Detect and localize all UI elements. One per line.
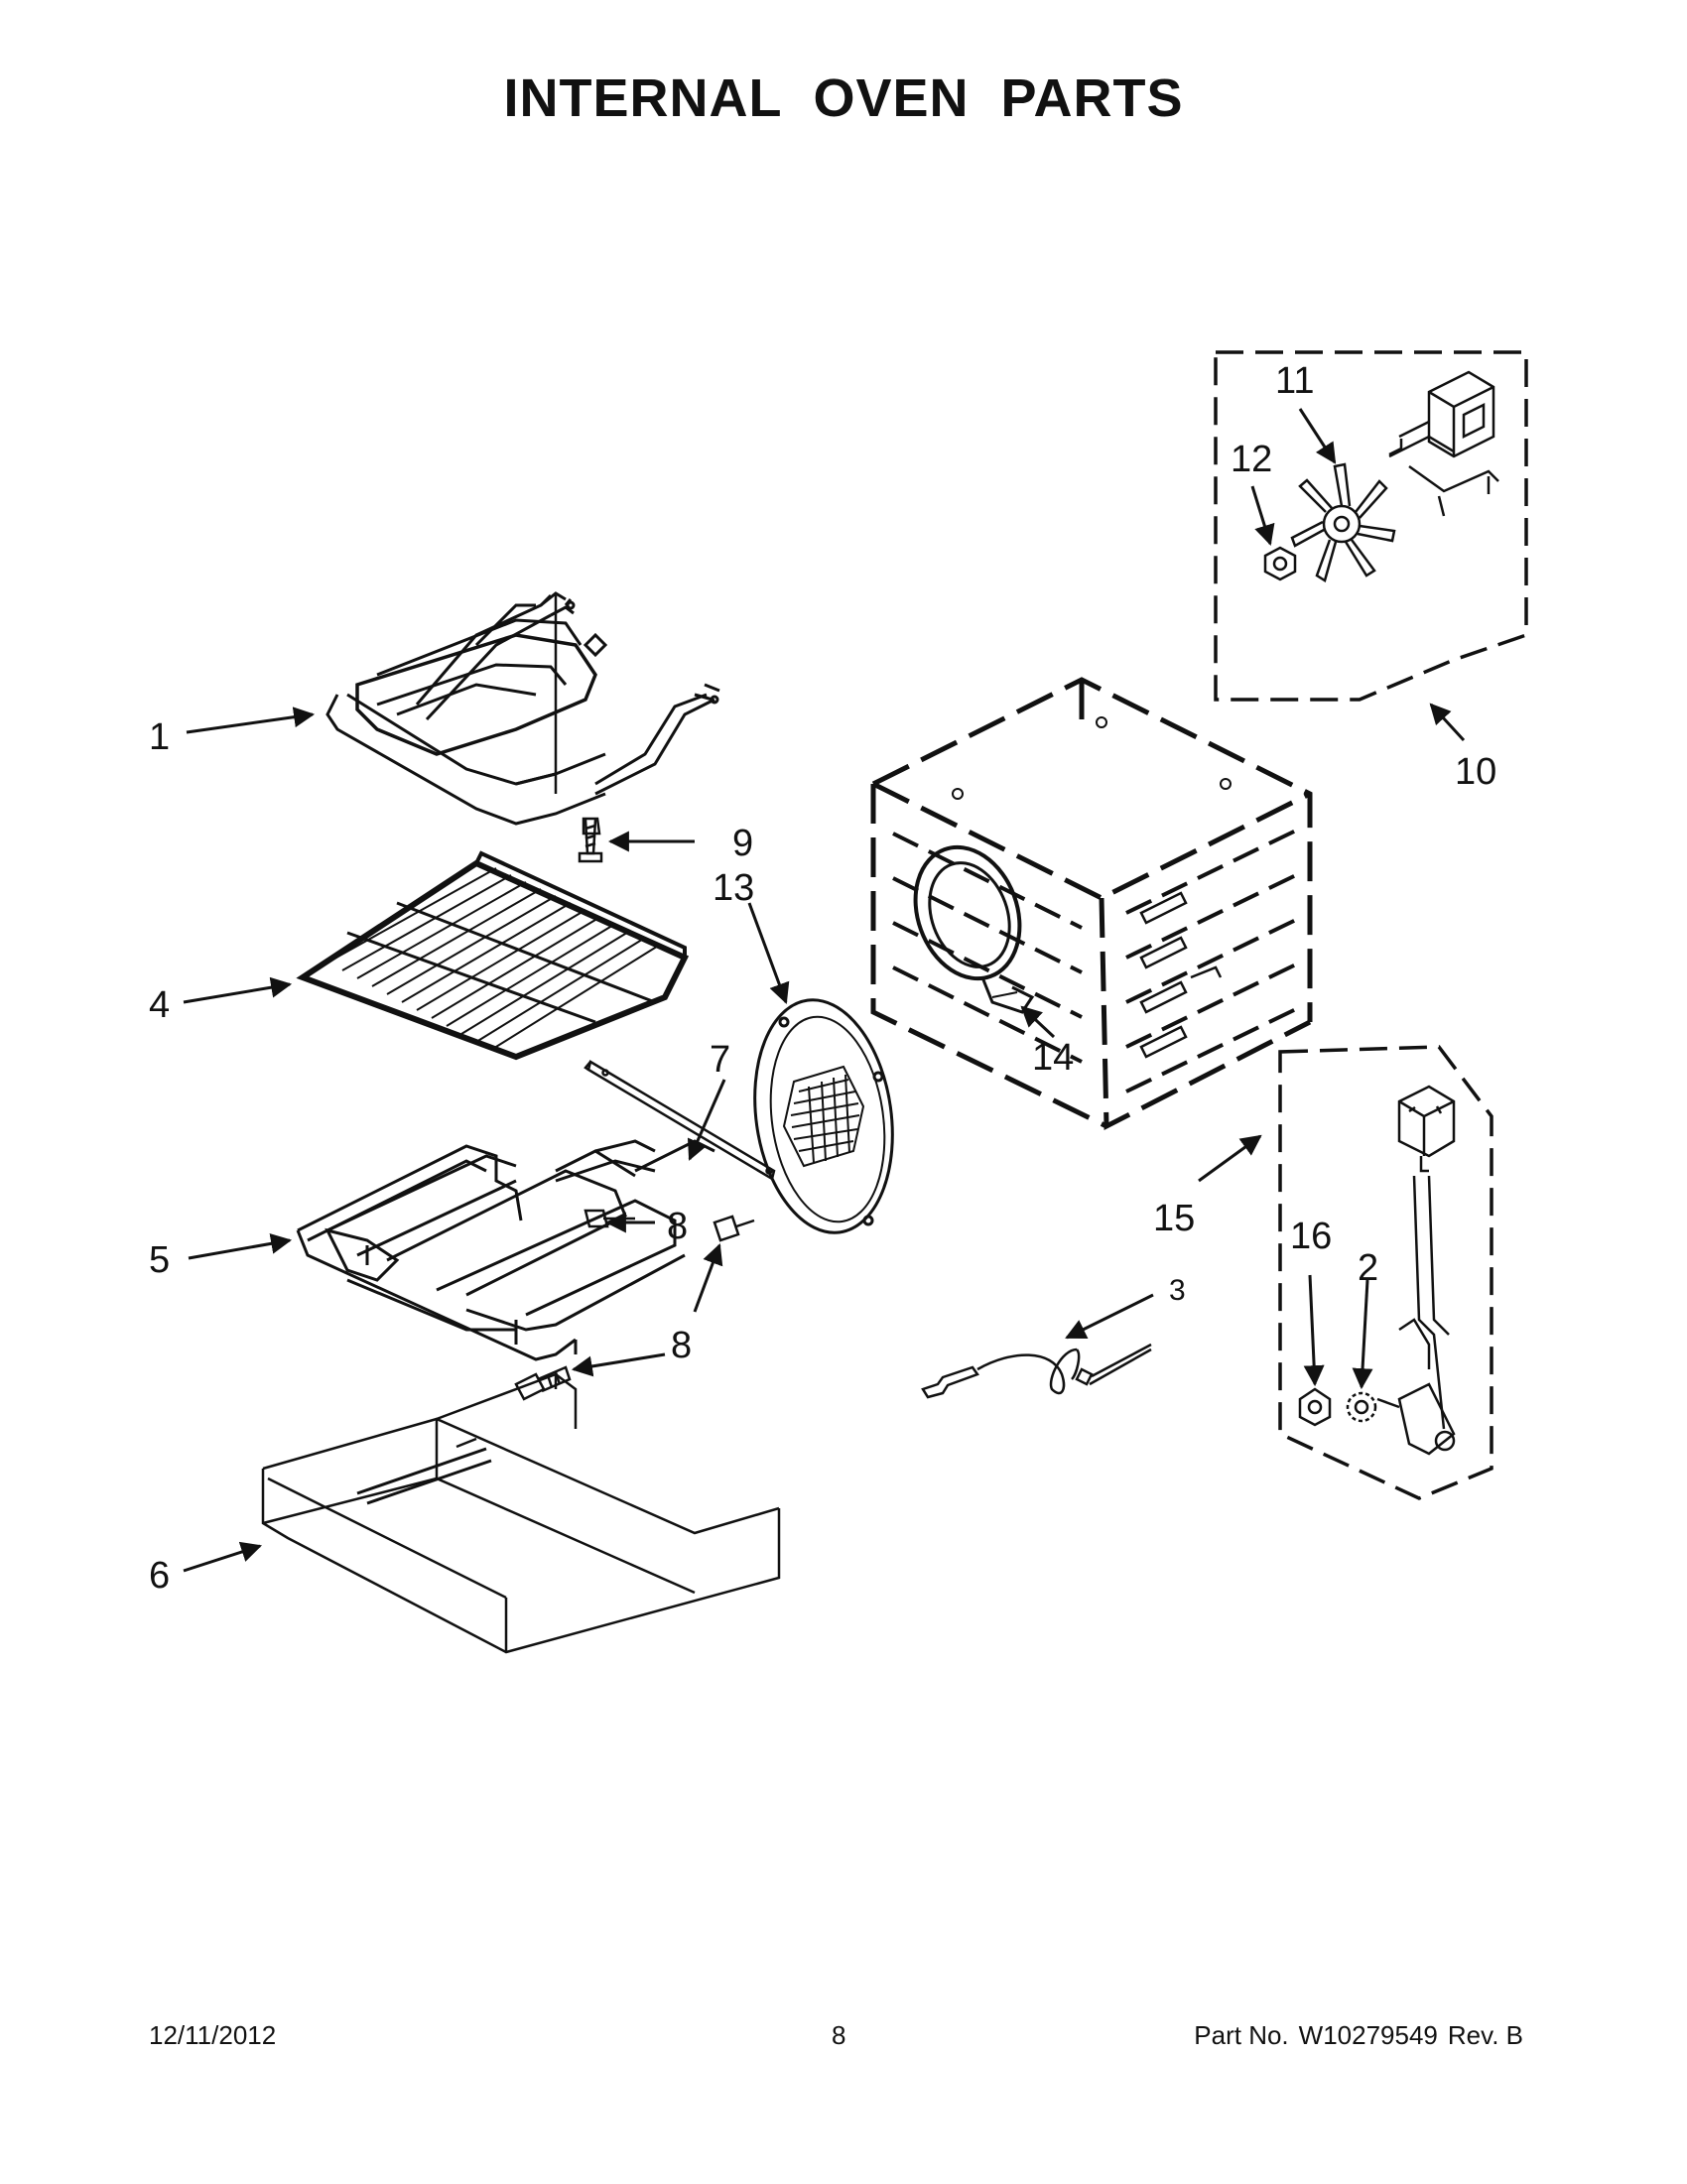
- fan-motor-assembly-box: [1214, 350, 1528, 702]
- oven-cavity: [870, 677, 1313, 1131]
- cavity-tab: [952, 716, 1232, 800]
- callout-7: 7: [710, 1039, 730, 1081]
- oven-rack: [296, 850, 690, 1061]
- bake-element: [296, 1139, 715, 1361]
- footer-date: 12/11/2012: [149, 2020, 277, 2050]
- callout-6: 6: [149, 1555, 170, 1597]
- fan-blade: [1290, 462, 1396, 582]
- callout-13: 13: [713, 867, 754, 909]
- callout-16: 16: [1290, 1216, 1332, 1257]
- callout-10: 10: [1455, 751, 1496, 793]
- callout-15: 15: [1153, 1198, 1195, 1239]
- lock-washer-2: [1346, 1391, 1377, 1423]
- footer-page-number: 8: [832, 2020, 846, 2050]
- fan-cover: [753, 998, 894, 1234]
- cavity-rack-guides: [892, 827, 1301, 1093]
- callout-4: 4: [149, 984, 170, 1026]
- door-lock-motor: [1376, 1085, 1456, 1456]
- callout-12: 12: [1231, 439, 1272, 480]
- screw-9: [578, 817, 603, 863]
- revision: Rev. B: [1447, 2020, 1523, 2050]
- broil-element: [325, 591, 720, 826]
- callout-1: 1: [149, 716, 170, 758]
- meat-probe: [921, 1343, 1152, 1399]
- callout-3: 3: [1169, 1274, 1186, 1307]
- part-number-value: W10279549: [1298, 2020, 1438, 2050]
- callout-5: 5: [149, 1239, 170, 1281]
- leader-arrows: [183, 408, 1466, 1573]
- callout-11: 11: [1275, 360, 1314, 402]
- nut-12: [1263, 546, 1297, 581]
- part-number-label: Part No.: [1194, 2020, 1289, 2050]
- callout-2: 2: [1358, 1247, 1378, 1289]
- rack-slots: [1139, 891, 1223, 1059]
- screw-pan: [514, 1365, 572, 1401]
- fan-motor: [1388, 370, 1499, 517]
- callout-9: 9: [732, 823, 753, 864]
- callout-8a: 8: [667, 1206, 688, 1247]
- page-title: INTERNAL OVEN PARTS: [503, 68, 1184, 128]
- callout-14: 14: [1032, 1037, 1074, 1079]
- callout-8b: 8: [671, 1325, 692, 1366]
- nut-16: [1298, 1387, 1332, 1427]
- broil-pan: [261, 1372, 781, 1654]
- door-lock-assembly-box: [1278, 1045, 1493, 1500]
- footer-part-number: Part No. W10279549 Rev. B: [1194, 2020, 1533, 2051]
